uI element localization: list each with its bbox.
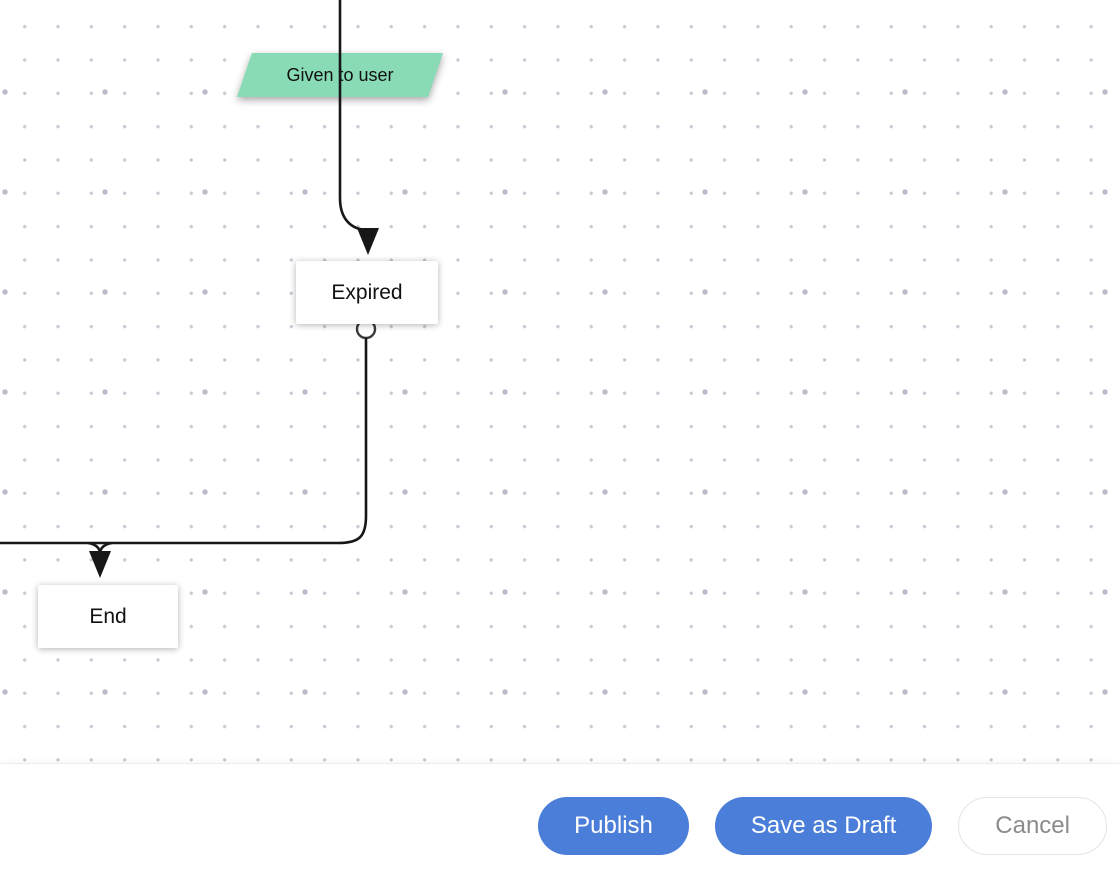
cancel-button[interactable]: Cancel: [958, 797, 1107, 855]
footer-action-bar: Publish Save as Draft Cancel: [0, 763, 1120, 872]
arrowhead-expired: [357, 228, 379, 255]
arrowhead-end: [89, 551, 111, 578]
save-as-draft-button[interactable]: Save as Draft: [714, 797, 933, 855]
edge-top-to-expired[interactable]: [338, 0, 367, 232]
node-expired[interactable]: Expired: [296, 261, 438, 324]
diagram-canvas[interactable]: Given to user Expired End: [0, 0, 1120, 763]
publish-button[interactable]: Publish: [538, 797, 689, 855]
node-end[interactable]: End: [38, 585, 178, 648]
edge-expired-to-end[interactable]: [0, 338, 368, 545]
node-label: Expired: [331, 280, 403, 304]
diagram-edges: [0, 0, 379, 578]
node-label: End: [89, 604, 127, 628]
